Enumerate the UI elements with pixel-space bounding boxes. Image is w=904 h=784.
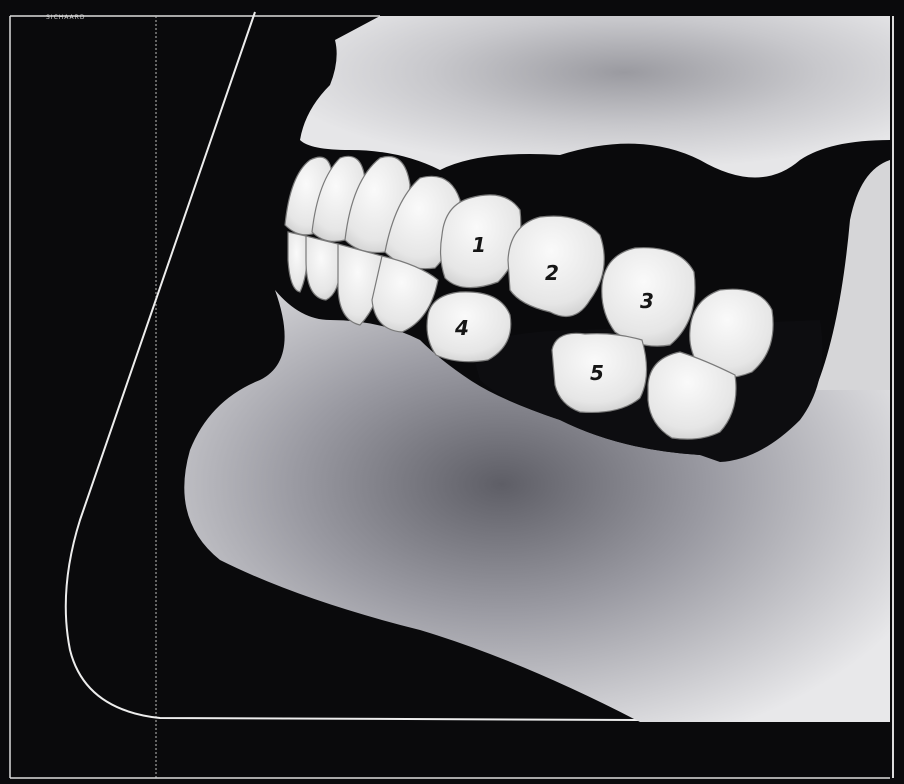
upper-jaw-bone xyxy=(300,16,890,178)
tooth-label-5: 5 xyxy=(590,361,604,385)
mandible-ramus xyxy=(815,160,890,390)
upper-premolar-2: 2 xyxy=(508,216,604,316)
tooth-label-4: 4 xyxy=(454,316,469,340)
tooth-label-3: 3 xyxy=(640,289,654,313)
lower-premolar-5: 5 xyxy=(552,333,647,412)
tooth-label-2: 2 xyxy=(545,261,559,285)
lower-premolar-4: 4 xyxy=(427,292,511,362)
upper-molar-3: 3 xyxy=(602,248,695,346)
tooth-label-1: 1 xyxy=(472,233,486,257)
